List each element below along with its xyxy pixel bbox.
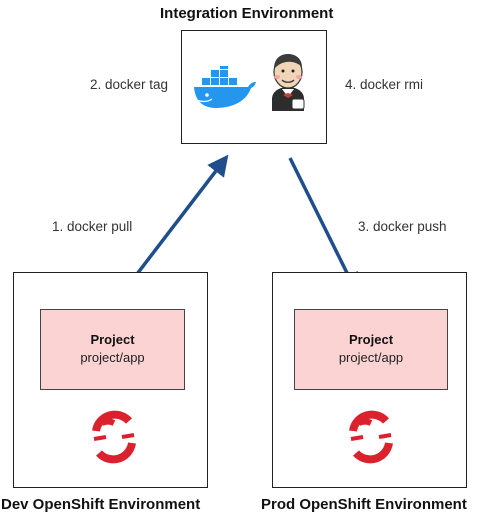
integration-environment-box — [181, 30, 327, 144]
docker-pull-arrow — [122, 154, 229, 293]
dev-project-title: Project — [90, 332, 135, 347]
docker-tag-label: 2. docker tag — [90, 77, 169, 92]
prod-project-path: project/app — [338, 350, 404, 365]
dev-environment-box: Project project/app — [13, 272, 208, 488]
prod-environment-box: Project project/app — [272, 272, 467, 488]
docker-pull-label: 1. docker pull — [52, 219, 133, 234]
dev-project-path: project/app — [80, 350, 145, 365]
docker-rmi-label: 4. docker rmi — [345, 77, 424, 92]
docker-push-label: 3. docker push — [358, 219, 447, 234]
prod-environment-title: Prod OpenShift Environment — [261, 496, 467, 513]
docker-whale-icon — [194, 66, 256, 108]
docker-push-arrow — [288, 157, 358, 295]
jenkins-icon — [272, 54, 305, 111]
prod-project-title: Project — [348, 332, 394, 347]
dev-environment-title: Dev OpenShift Environment — [1, 496, 201, 513]
openshift-icon — [92, 410, 136, 464]
dev-project-box: Project project/app — [40, 309, 185, 390]
integration-environment-title: Integration Environment — [160, 5, 334, 22]
openshift-icon — [349, 410, 393, 464]
prod-project-box: Project project/app — [294, 309, 448, 390]
